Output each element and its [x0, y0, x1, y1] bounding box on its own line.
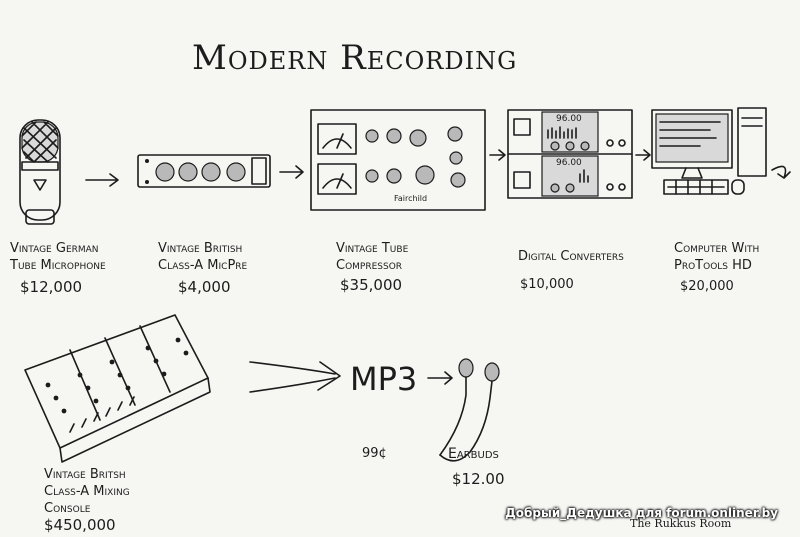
page-title: Modern Recording: [192, 38, 518, 78]
computer-label-line-1: Computer With: [674, 241, 760, 256]
console-label-line-1: Vintage Britsh: [44, 467, 126, 482]
computer-icon: [651, 107, 791, 195]
converters-price: $10,000: [520, 277, 574, 292]
micpre-label-line-1: Vintage British: [158, 241, 243, 256]
converter-readout-bottom: 96.00: [556, 158, 582, 168]
computer-label: Computer With ProTools HD: [674, 240, 759, 274]
compressor-label-line-1: Vintage Tube: [336, 241, 409, 256]
console-price: $450,000: [44, 516, 116, 534]
arrow-comp-to-conv: [489, 149, 506, 161]
arrow-mp3-to-earbuds: [427, 371, 453, 385]
console-label-line-3: Console: [44, 501, 91, 516]
earbuds-label: Earbuds: [448, 446, 499, 462]
compressor-icon: [310, 109, 486, 211]
arrow-mic-to-pre: [85, 173, 119, 187]
arrow-conv-to-computer: [635, 149, 651, 161]
compressor-brand: Fairchild: [394, 194, 428, 203]
converter-icon: [507, 109, 633, 199]
micpre-label-line-2: Class-A MicPre: [158, 258, 248, 273]
mp3-price: 99¢: [362, 446, 387, 461]
computer-price: $20,000: [680, 279, 734, 294]
compressor-label: Vintage Tube Compressor: [336, 240, 408, 274]
arrow-console-to-mp3: [249, 361, 341, 393]
earbuds-price: $12.00: [452, 470, 505, 488]
computer-label-line-2: ProTools HD: [674, 258, 752, 273]
signature-line: The Rukkus Room: [630, 517, 732, 530]
micpre-label: Vintage British Class-A MicPre: [158, 240, 247, 274]
microphone-label: Vintage German Tube Microphone: [10, 240, 106, 274]
arrow-pre-to-comp: [279, 165, 304, 179]
microphone-icon: [19, 119, 61, 225]
console-label-line-2: Class-A Mixing: [44, 484, 130, 499]
micpre-price: $4,000: [178, 278, 231, 296]
micpre-icon: [137, 154, 271, 188]
console-label: Vintage Britsh Class-A Mixing Console: [44, 466, 130, 517]
microphone-label-line-2: Tube Microphone: [10, 258, 106, 273]
converters-label: Digital Converters: [518, 248, 624, 265]
signature: The Rukkus Room: [630, 505, 731, 530]
mixing-console-icon: [24, 314, 211, 463]
microphone-price: $12,000: [20, 278, 83, 296]
converters-label-line-1: Digital Converters: [518, 249, 624, 264]
mp3-label: MP3: [350, 360, 418, 398]
compressor-label-line-2: Compressor: [336, 258, 403, 273]
watermark: Добрый_Дедушка для forum.onliner.by: [505, 506, 778, 520]
converter-readout-top: 96.00: [556, 114, 582, 124]
compressor-price: $35,000: [340, 276, 403, 294]
microphone-label-line-1: Vintage German: [10, 241, 99, 256]
earbuds-icon: [439, 358, 500, 462]
